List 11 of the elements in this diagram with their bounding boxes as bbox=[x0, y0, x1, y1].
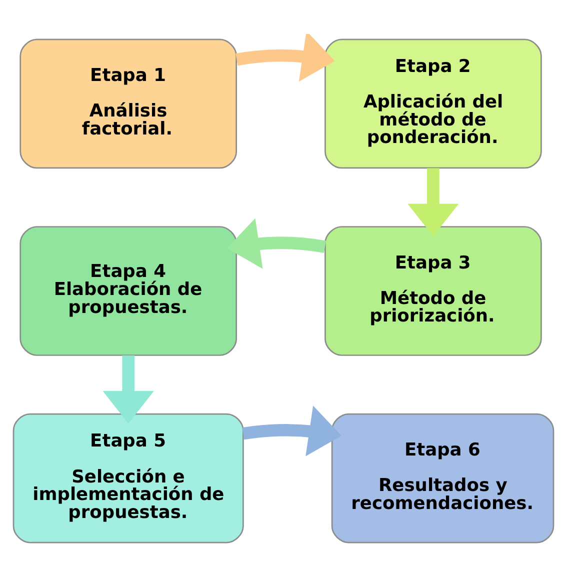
node-box: Etapa 2 Aplicación del método de ponderación. bbox=[324, 38, 542, 168]
node-box: Etapa 3 Método de priorización. bbox=[324, 226, 542, 356]
arrow bbox=[242, 405, 342, 456]
arrow bbox=[102, 354, 154, 424]
node-box: Etapa 6 Resultados y recomendaciones. bbox=[331, 412, 554, 543]
node-box: Etapa 5 Selección e implementación de propuestas. bbox=[12, 412, 244, 543]
node-box: Etapa 1 Análisis factorial. bbox=[20, 38, 238, 168]
arrow bbox=[236, 34, 335, 82]
arrow bbox=[226, 218, 326, 268]
node-box: Etapa 4 Elaboración de propuestas. bbox=[20, 226, 238, 356]
arrow bbox=[408, 168, 459, 236]
